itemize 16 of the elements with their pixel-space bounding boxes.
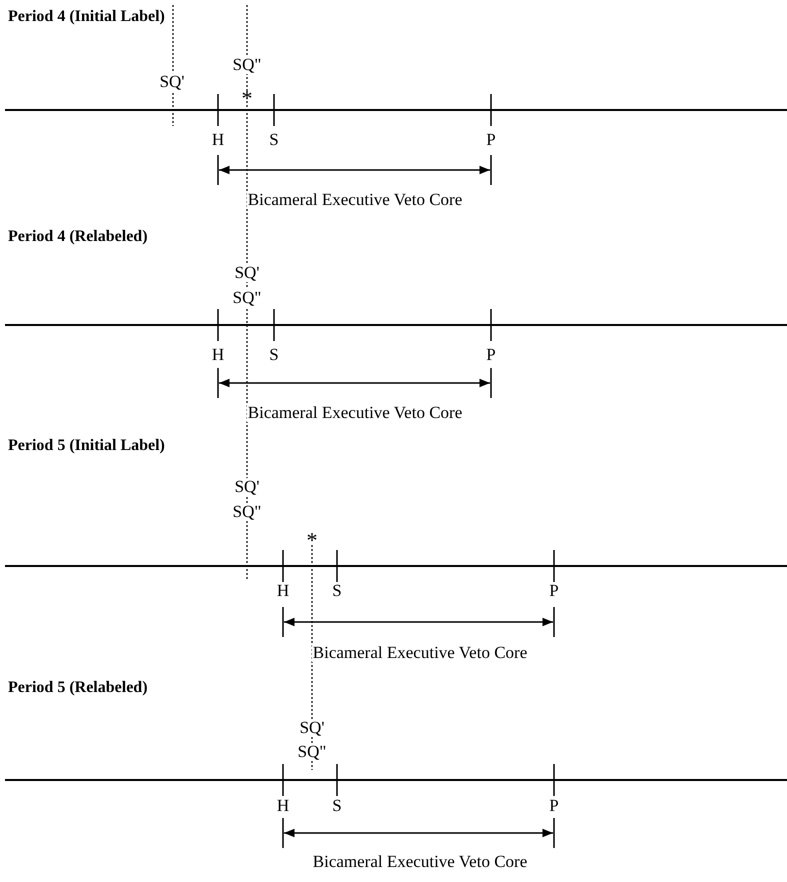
status-quo-label: SQ' [158,73,186,91]
status-quo-label: SQ" [296,743,328,761]
panel-heading: Period 5 (Initial Label) [8,437,165,455]
panel-heading: Period 4 (Initial Label) [8,8,165,26]
panel-heading: Period 4 (Relabeled) [8,228,148,246]
status-quo-label: SQ' [234,478,260,496]
asterisk-mark: * [306,528,318,552]
status-quo-label: SQ" [232,289,262,307]
status-quo-label: SQ' [234,264,260,282]
panel-heading: Period 5 (Relabeled) [8,679,148,697]
range-label: Bicameral Executive Veto Core [312,644,528,662]
range-label: Bicameral Executive Veto Core [246,404,464,422]
range-label: Bicameral Executive Veto Core [246,191,464,209]
status-quo-label: SQ" [232,56,262,74]
status-quo-label: SQ" [232,503,262,521]
status-quo-label: SQ' [298,719,326,737]
